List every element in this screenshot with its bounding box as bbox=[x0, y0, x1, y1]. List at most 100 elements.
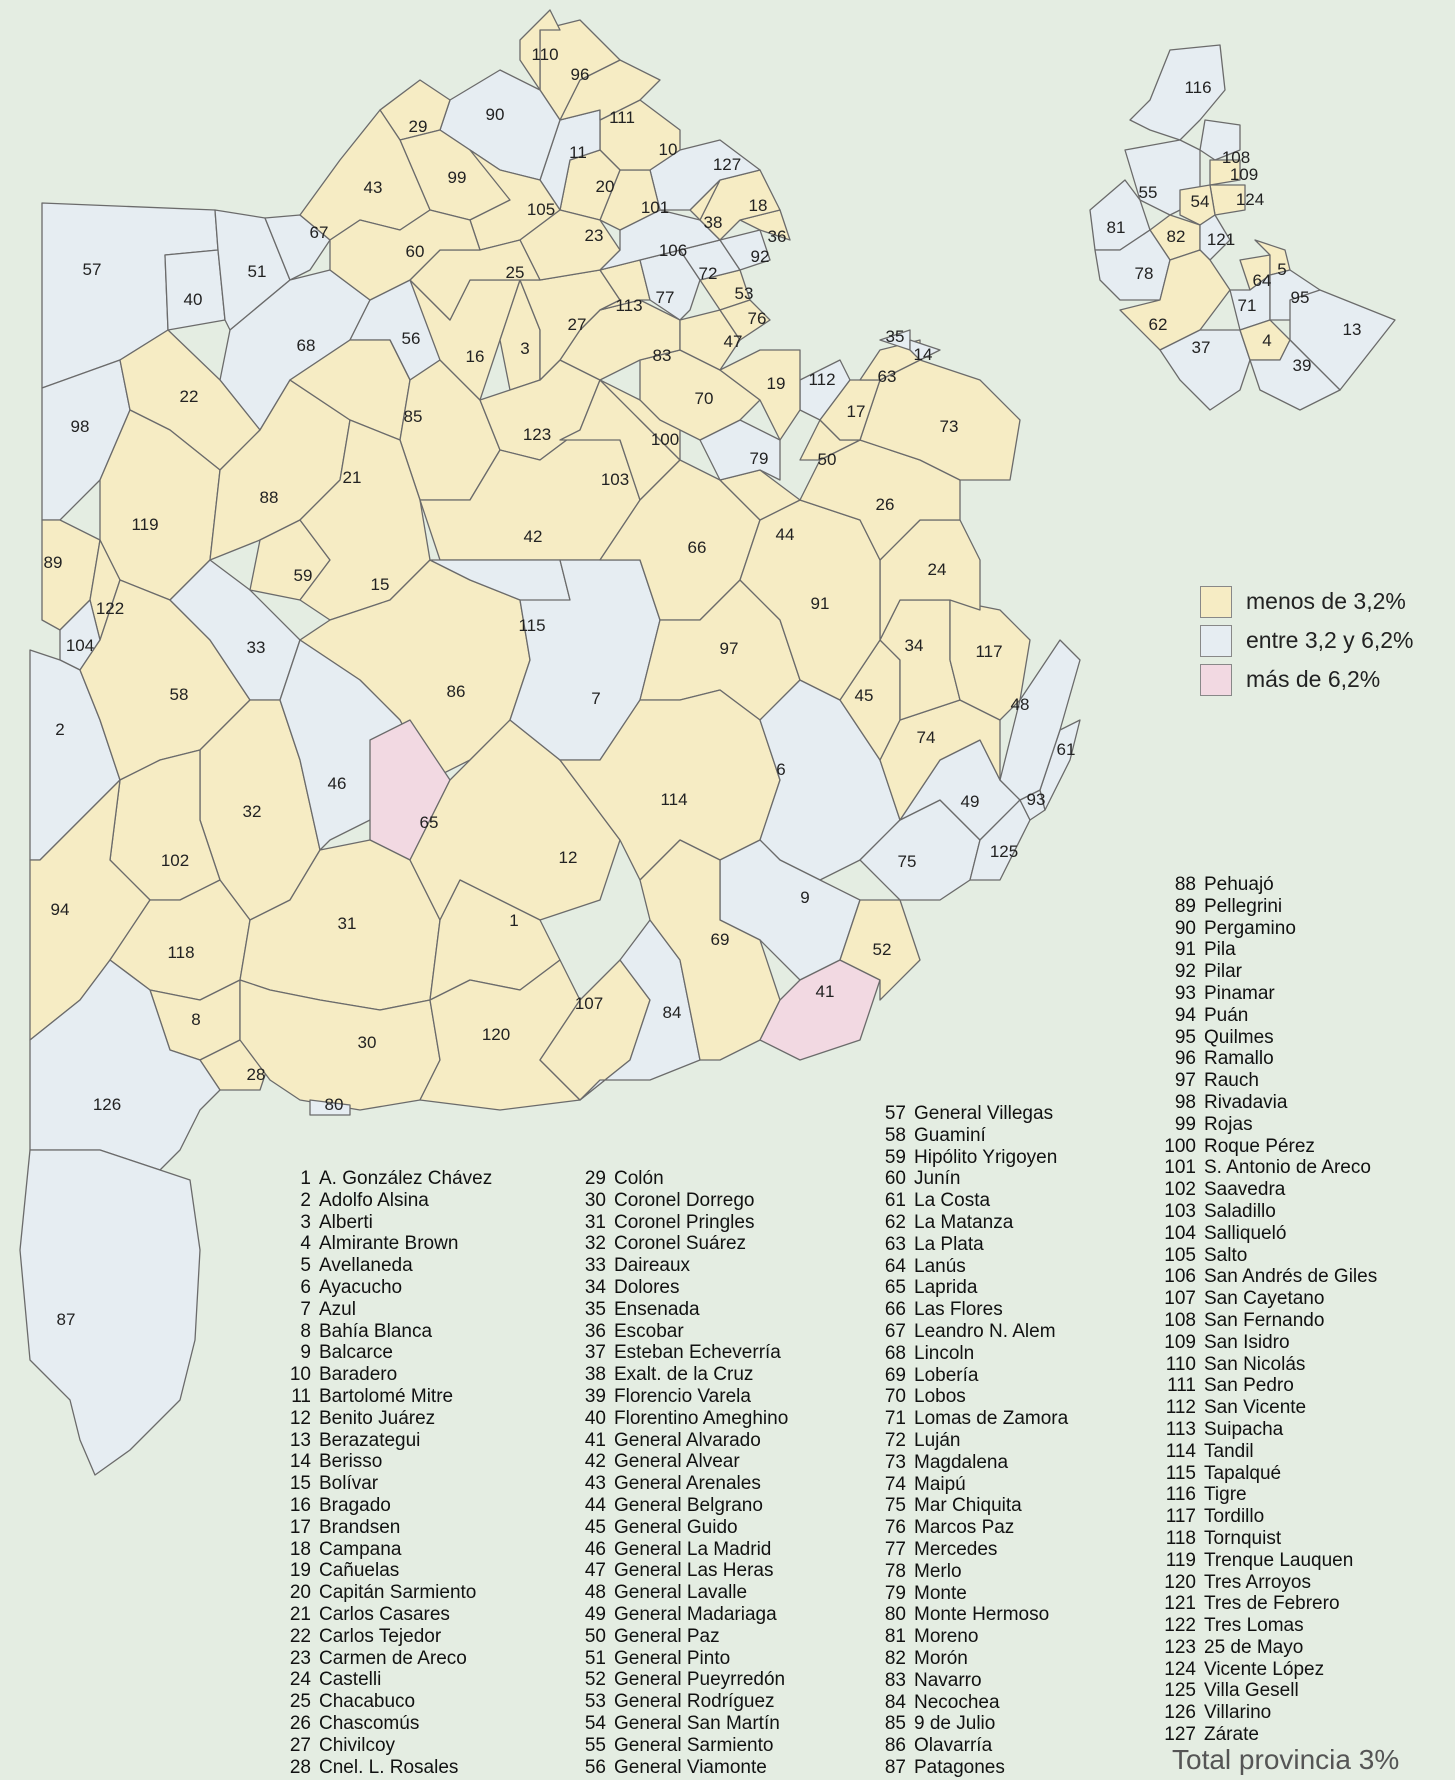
index-number: 37 bbox=[584, 1342, 606, 1364]
district-number-66: 66 bbox=[687, 538, 707, 557]
index-district-name: Zárate bbox=[1204, 1724, 1259, 1746]
index-district-name: Alberti bbox=[319, 1211, 373, 1233]
index-district-name: Baradero bbox=[319, 1364, 398, 1386]
index-district-name: Chascomús bbox=[319, 1712, 420, 1734]
legend-item-mid: entre 3,2 y 6,2% bbox=[1200, 621, 1414, 660]
index-number: 61 bbox=[884, 1190, 906, 1212]
index-number: 92 bbox=[1174, 961, 1196, 983]
index-entry-3: 3 Alberti bbox=[275, 1212, 492, 1234]
index-district-name: Coronel Pringles bbox=[614, 1211, 755, 1233]
district-number-61: 61 bbox=[1056, 740, 1076, 759]
index-district-name: Puán bbox=[1204, 1004, 1249, 1026]
district-number-71: 71 bbox=[1237, 296, 1257, 315]
district-number-6: 6 bbox=[776, 760, 786, 779]
index-district-name: Daireaux bbox=[614, 1255, 691, 1277]
index-number: 124 bbox=[1164, 1658, 1196, 1680]
index-number: 26 bbox=[289, 1712, 311, 1734]
index-number: 106 bbox=[1164, 1266, 1196, 1288]
index-district-name: Pinamar bbox=[1204, 982, 1275, 1004]
district-number-13: 13 bbox=[1342, 320, 1362, 339]
index-district-name: Rojas bbox=[1204, 1113, 1253, 1135]
index-number: 31 bbox=[584, 1211, 606, 1233]
district-number-22: 22 bbox=[179, 387, 199, 406]
index-district-name: General Alvear bbox=[614, 1451, 740, 1473]
district-number-93: 93 bbox=[1026, 790, 1046, 809]
index-district-name: Tordillo bbox=[1204, 1506, 1265, 1528]
index-district-name: Ensenada bbox=[614, 1298, 700, 1320]
index-number: 34 bbox=[584, 1276, 606, 1298]
index-number: 126 bbox=[1164, 1702, 1196, 1724]
index-district-name: Bragado bbox=[319, 1494, 391, 1516]
index-number: 108 bbox=[1164, 1309, 1196, 1331]
district-number-15: 15 bbox=[370, 575, 390, 594]
index-number: 10 bbox=[289, 1364, 311, 1386]
index-district-name: Chivilcoy bbox=[319, 1734, 396, 1756]
index-number: 32 bbox=[584, 1233, 606, 1255]
district-number-47: 47 bbox=[723, 332, 743, 351]
district-number-52: 52 bbox=[872, 940, 892, 959]
legend-swatch-mid bbox=[1200, 624, 1232, 657]
index-number: 30 bbox=[584, 1189, 606, 1211]
index-number: 101 bbox=[1164, 1157, 1196, 1179]
index-number: 97 bbox=[1174, 1070, 1196, 1092]
index-number: 56 bbox=[584, 1756, 606, 1778]
district-number-108: 108 bbox=[1221, 148, 1251, 167]
district-52 bbox=[839, 899, 921, 1001]
district-number-23: 23 bbox=[584, 226, 604, 245]
index-number: 104 bbox=[1164, 1222, 1196, 1244]
district-number-4: 4 bbox=[1262, 331, 1272, 350]
index-number: 69 bbox=[884, 1364, 906, 1386]
index-number: 70 bbox=[884, 1386, 906, 1408]
index-number: 60 bbox=[884, 1168, 906, 1190]
index-number: 12 bbox=[289, 1407, 311, 1429]
index-district-name: General Viamonte bbox=[614, 1756, 767, 1778]
index-district-name: Lobería bbox=[914, 1364, 979, 1386]
index-number: 63 bbox=[884, 1233, 906, 1255]
district-number-44: 44 bbox=[775, 525, 795, 544]
index-district-name: General Pinto bbox=[614, 1647, 731, 1669]
legend-swatch-low bbox=[1200, 585, 1232, 618]
index-number: 100 bbox=[1164, 1135, 1196, 1157]
index-district-name: Rivadavia bbox=[1204, 1091, 1288, 1113]
index-district-name: General Lavalle bbox=[614, 1582, 748, 1604]
district-number-75: 75 bbox=[897, 852, 917, 871]
district-number-120: 120 bbox=[481, 1025, 511, 1044]
index-district-name: Azul bbox=[319, 1298, 356, 1320]
index-district-name: Las Flores bbox=[914, 1299, 1003, 1321]
district-number-118: 118 bbox=[167, 943, 195, 962]
index-district-name: San Fernando bbox=[1204, 1309, 1325, 1331]
district-number-55: 55 bbox=[1138, 183, 1158, 202]
index-number: 3 bbox=[300, 1211, 311, 1233]
district-41 bbox=[759, 959, 881, 1061]
index-entry-108: 108 San Fernando bbox=[1160, 1310, 1377, 1332]
index-district-name: Mercedes bbox=[914, 1538, 998, 1560]
district-number-38: 38 bbox=[703, 213, 723, 232]
index-district-name: San Vicente bbox=[1204, 1397, 1307, 1419]
district-47 bbox=[679, 309, 741, 371]
index-number: 14 bbox=[289, 1451, 311, 1473]
index-district-name: Bartolomé Mitre bbox=[319, 1385, 454, 1407]
